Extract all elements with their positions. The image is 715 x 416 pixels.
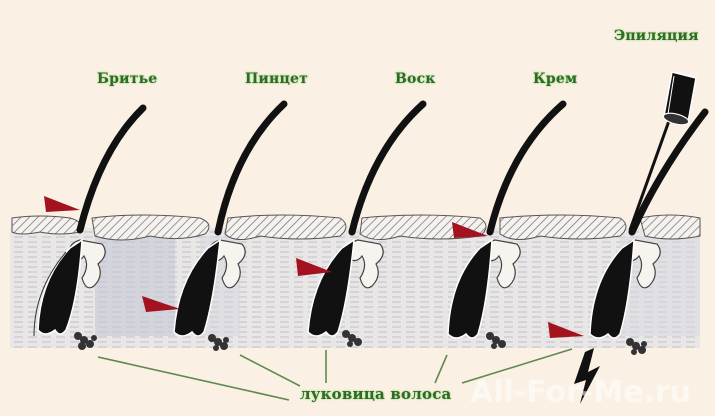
- method-label-wax: Воск: [395, 71, 436, 87]
- cut-point-markers: [44, 196, 584, 338]
- pointer-epilation: [548, 322, 584, 338]
- epilation-electrode-icon: [662, 71, 697, 126]
- hair-wax: [307, 100, 427, 337]
- hair-shaving: [33, 104, 147, 337]
- method-label-tweezers: Пинцет: [245, 71, 308, 87]
- leader-lines: [97, 348, 573, 401]
- lightning-bolt-icon: [574, 348, 600, 404]
- pointer-shaving: [44, 196, 80, 212]
- pointer-cream: [452, 222, 488, 238]
- hair-tweezers: [173, 100, 288, 337]
- hair-cream: [447, 100, 567, 339]
- papilla-clusters: [74, 330, 647, 355]
- method-label-cream: Крем: [533, 71, 578, 87]
- pointer-wax: [296, 258, 332, 276]
- method-label-epilation: Эпиляция: [614, 28, 699, 44]
- hair-bulb-label: луковица волоса: [300, 385, 452, 403]
- watermark: All-For-Me.ru: [470, 375, 692, 410]
- hair-epilation: [589, 108, 709, 339]
- pointer-tweezers: [142, 296, 180, 312]
- method-label-shaving: Бритье: [97, 71, 158, 87]
